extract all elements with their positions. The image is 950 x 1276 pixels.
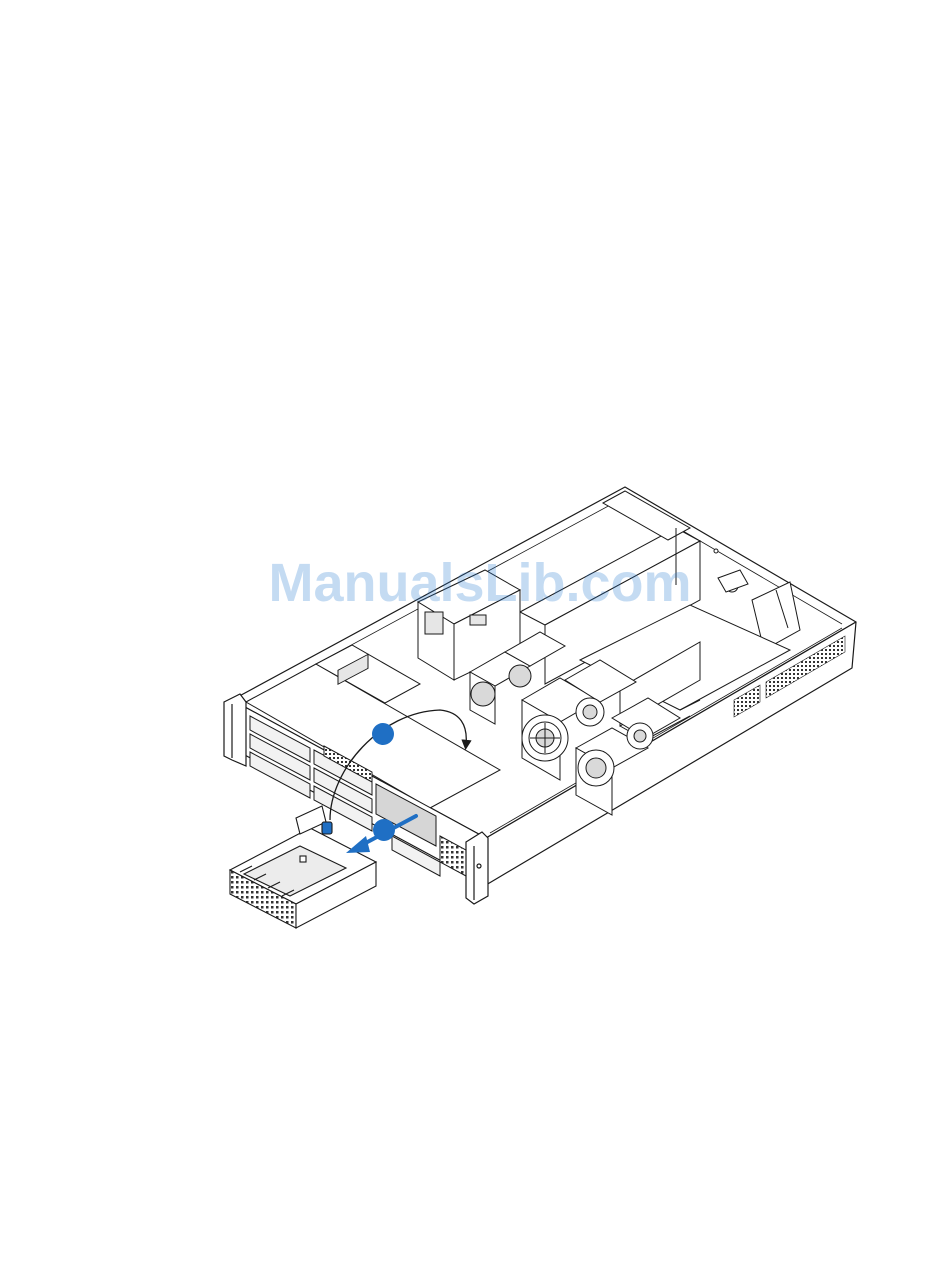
callout-1 <box>372 723 394 745</box>
callout-2 <box>373 819 395 841</box>
left-rack-ear <box>224 694 246 766</box>
right-rack-ear <box>466 832 488 904</box>
removed-drive-carrier <box>230 806 376 928</box>
